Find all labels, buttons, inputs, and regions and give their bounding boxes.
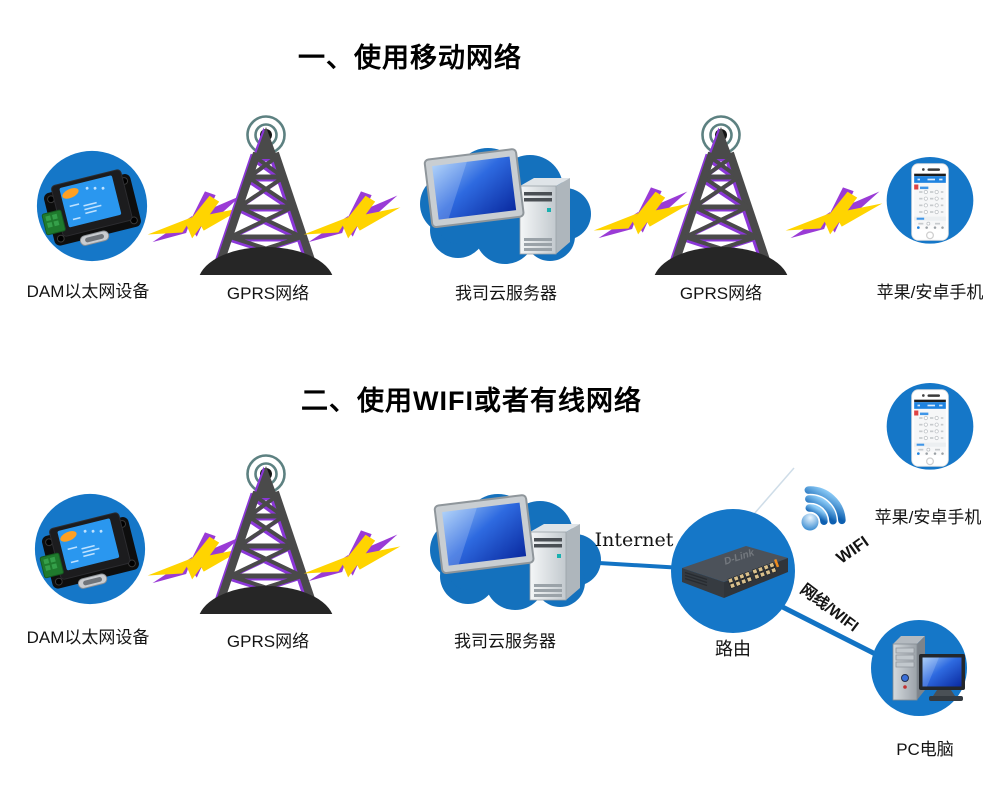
internet-link-label: Internet	[594, 529, 674, 551]
gprs-tower-icon	[651, 115, 791, 275]
dam-device-icon	[34, 148, 150, 264]
lightning-icon	[302, 529, 402, 587]
router-to-wifi-faint-line	[753, 467, 795, 515]
smartphone-label: 苹果/安卓手机	[876, 283, 984, 302]
section2-title: 二、使用WIFI或者有线网络	[301, 386, 642, 416]
router-label: 路由	[715, 639, 751, 659]
smartphone-icon	[880, 152, 980, 252]
smartphone-label: 苹果/安卓手机	[874, 508, 982, 527]
section1-title: 一、使用移动网络	[298, 43, 522, 73]
cloud-server-icon	[410, 488, 610, 618]
pc-computer-icon	[867, 616, 971, 720]
lightning-icon	[302, 190, 402, 248]
cloud-server-label: 我司云服务器	[454, 632, 556, 651]
smartphone-icon	[880, 378, 980, 478]
lightning-icon	[784, 186, 884, 244]
wifi-signal-icon	[780, 460, 864, 544]
router-switch-icon: D-Link	[668, 506, 798, 636]
gprs-network-label: GPRS网络	[679, 284, 763, 303]
gprs-network-label: GPRS网络	[226, 632, 310, 651]
dam-device-label: DAM以太网设备	[26, 282, 150, 301]
dam-device-icon	[32, 491, 148, 607]
pc-computer-label: PC电脑	[896, 740, 954, 759]
cloud-server-icon	[400, 142, 600, 272]
gprs-network-label: GPRS网络	[226, 284, 310, 303]
cloud-server-label: 我司云服务器	[455, 284, 557, 303]
dam-device-label: DAM以太网设备	[26, 628, 150, 647]
